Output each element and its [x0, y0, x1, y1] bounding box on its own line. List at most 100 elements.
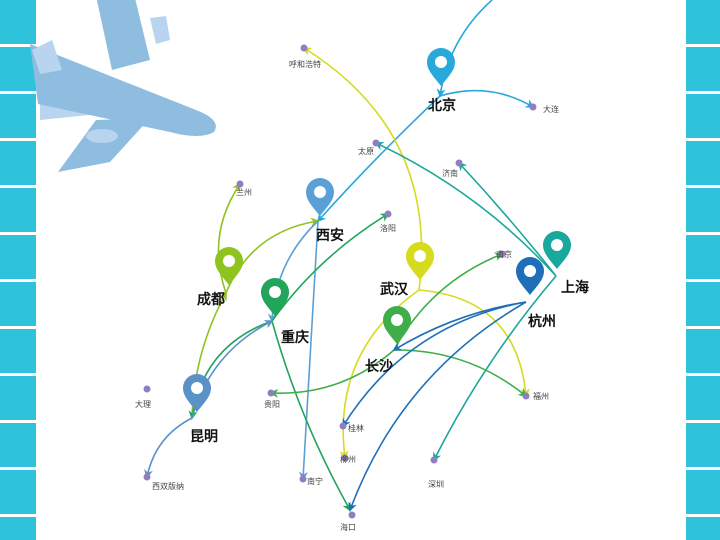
left-tiled-border [0, 0, 38, 540]
city-dot [299, 475, 307, 483]
city-label: 洛阳 [380, 223, 396, 233]
route-hangzhou-to-haikou [348, 301, 527, 512]
city-kunming: 昆明 [183, 374, 218, 445]
city-nanjing: 南京 [496, 249, 512, 259]
route-shanghai-to-jinan [457, 161, 557, 277]
route-changsha-to-guiyang [269, 349, 395, 398]
city-label: 昆明 [190, 429, 218, 445]
city-dot [455, 159, 463, 167]
map-pin-icon [383, 306, 411, 344]
city-label: 福州 [533, 392, 549, 401]
route-shanghai-to-taiyuan [374, 141, 557, 277]
city-label: 重庆 [281, 329, 309, 346]
city-nanning: 南宁 [299, 475, 323, 486]
city-taiyuan: 太原 [358, 139, 380, 156]
route-chongqing-to-haikou [271, 320, 351, 512]
city-dot [267, 389, 275, 397]
airplane-illustration [30, 0, 216, 172]
city-label: 北京 [428, 97, 456, 114]
city-xishuangbanna: 西双版纳 [143, 473, 184, 491]
city-label: 济南 [442, 168, 458, 178]
city-dot [143, 385, 151, 393]
city-dot [341, 454, 349, 462]
map-pin-icon [406, 242, 434, 280]
map-pin-icon [183, 374, 211, 412]
city-fuzhou: 福州 [522, 392, 549, 401]
city-dot [529, 103, 537, 111]
city-liuzhou: 柳州 [340, 454, 356, 464]
city-dot [522, 392, 530, 400]
route-chongqing-to-kunming [188, 320, 273, 420]
city-dot [143, 473, 151, 481]
route-beijing-to-xian [316, 95, 441, 223]
city-label: 贵阳 [264, 399, 280, 409]
city-dot [372, 139, 380, 147]
route-changsha-to-fuzhou [393, 349, 528, 398]
airplane-icon [30, 0, 216, 172]
city-label: 深圳 [428, 479, 444, 489]
city-hangzhou: 杭州 [516, 257, 556, 330]
route-changsha-to-nanjing [393, 252, 504, 351]
route-wuhan-to-fuzhou [418, 289, 530, 398]
city-label: 成都 [197, 291, 225, 308]
route-beijing-to-dalian [439, 89, 535, 108]
city-changsha: 长沙 [365, 306, 411, 375]
city-dot [300, 44, 308, 52]
route-shanghai-to-shenzhen [433, 275, 557, 462]
city-haikou: 海口 [340, 511, 356, 532]
city-guilin: 桂林 [339, 422, 364, 433]
route-kunming-to-chongqing [191, 320, 274, 419]
city-label: 呼和浩特 [289, 59, 321, 69]
city-label: 柳州 [340, 454, 356, 464]
city-label: 杭州 [528, 313, 556, 330]
city-lanzhou: 兰州 [236, 180, 252, 197]
map-pin-icon [427, 48, 455, 86]
route-hangzhou-to-changsha [392, 301, 527, 351]
route-kunming-to-xishuangbanna [144, 417, 193, 479]
city-label: 上海 [561, 279, 589, 296]
map-pin-icon [215, 247, 243, 285]
city-luoyang: 洛阳 [380, 210, 396, 233]
city-huhehaote: 呼和浩特 [289, 44, 321, 69]
city-guiyang: 贵阳 [264, 389, 280, 409]
map-pin-icon [543, 231, 571, 269]
city-label: 太原 [358, 146, 374, 156]
city-label: 长沙 [365, 358, 393, 375]
city-jinan: 济南 [442, 159, 463, 178]
route-wuhan-to-huhehaote [302, 47, 423, 291]
city-label: 兰州 [236, 187, 252, 197]
route-wuhan-to-liuzhou [339, 289, 420, 460]
city-dot [430, 456, 438, 464]
city-chengdu: 成都 [197, 247, 243, 308]
city-label: 南京 [496, 249, 512, 259]
city-xian: 西安 [306, 178, 344, 244]
right-tiled-border [684, 0, 720, 540]
map-pin-icon [516, 257, 544, 295]
city-dot [236, 180, 244, 188]
route-hangzhou-to-guilin [342, 301, 527, 428]
city-label: 大理 [135, 399, 151, 409]
city-wuhan: 武汉 [380, 242, 434, 298]
city-dali: 大理 [135, 385, 151, 409]
route-offmap_ne-to-beijing [436, 0, 493, 98]
route-xian-to-nanning [298, 220, 319, 481]
city-shanghai: 上海 [543, 231, 589, 296]
city-label: 武汉 [380, 281, 409, 298]
route-chongqing-to-luoyang [271, 213, 390, 322]
city-chongqing: 重庆 [261, 278, 309, 346]
city-label: 西双版纳 [152, 481, 184, 491]
city-dot [348, 511, 356, 519]
city-label: 大连 [543, 104, 559, 114]
city-dot [339, 422, 347, 430]
city-label: 海口 [340, 522, 356, 532]
route-chengdu-to-lanzhou [217, 182, 242, 294]
city-label: 南宁 [307, 476, 323, 486]
routes-layer [144, 0, 557, 512]
map-pin-icon [261, 278, 289, 316]
city-dot [384, 210, 392, 218]
city-label: 桂林 [348, 423, 364, 433]
